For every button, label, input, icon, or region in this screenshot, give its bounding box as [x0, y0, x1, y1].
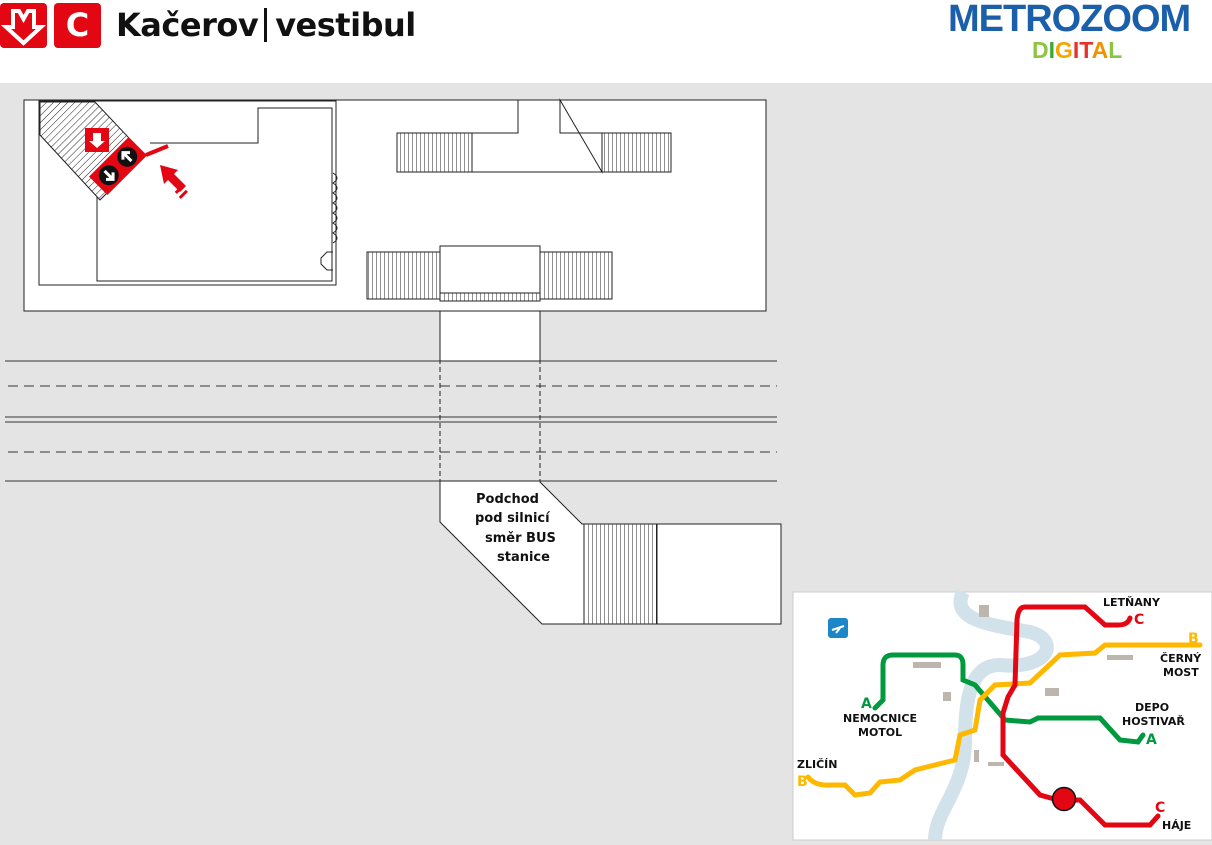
brand-sub-letter: G [1055, 37, 1073, 63]
underpass-label: Podchod pod silnicí směr BUS stanice [475, 492, 556, 565]
terminus-label: ČERNÝ [1160, 652, 1202, 665]
svg-text:směr BUS: směr BUS [485, 531, 556, 546]
stairs [396, 132, 473, 173]
brand-sub-letter: I [1048, 37, 1056, 63]
terminus-label: LETŇANY [1103, 596, 1161, 609]
header: C Kačerov vestibul METROZOOM DIGITAL [0, 0, 1212, 83]
brand-logo: METROZOOM [948, 0, 1191, 40]
terminus-label: DEPO [1135, 701, 1169, 714]
line-b [805, 642, 1203, 798]
entrance-marker [145, 144, 169, 157]
page-title: Kačerov vestibul [116, 6, 416, 44]
stairs [583, 523, 658, 625]
terminus-label: HÁJE [1162, 819, 1191, 832]
svg-text:Podchod: Podchod [476, 492, 539, 507]
terminus-label: NEMOCNICE [843, 712, 917, 725]
line-badge: C [1155, 800, 1165, 816]
line-badge: B [1188, 631, 1199, 647]
line-badge: B [797, 774, 808, 790]
landmark-icons [913, 605, 1133, 766]
brand-sub-letter: L [1108, 37, 1123, 63]
line-c-badge: C [54, 3, 101, 48]
door-icons [320, 172, 338, 271]
line-c [1000, 604, 1161, 828]
brand-sub-letter: D [1032, 37, 1049, 63]
hall-inner-wall [96, 107, 333, 282]
terminus-label: HOSTIVAŘ [1122, 715, 1185, 728]
escalator-direction-icons [89, 137, 147, 195]
terminus-label: MOTOL [858, 726, 902, 739]
line-a [872, 652, 1146, 745]
river [928, 589, 1054, 841]
road [5, 360, 777, 482]
line-badge: A [861, 696, 872, 712]
metro-logo-icon [0, 3, 47, 48]
line-badge: C [1134, 612, 1144, 628]
line-badge: A [1146, 732, 1157, 748]
entry-arrow-icon [160, 165, 188, 199]
terminus-label: MOST [1163, 666, 1199, 679]
brand-sub-letter: A [1091, 37, 1109, 63]
stairs [539, 251, 613, 300]
current-station-marker [1051, 786, 1077, 812]
section-name: vestibul [275, 6, 416, 44]
stairs [366, 251, 441, 300]
brand-sub-letter: I [1072, 37, 1080, 63]
svg-text:pod silnicí: pod silnicí [475, 511, 551, 526]
station-name: Kačerov [116, 6, 259, 44]
network-map: LETŇANY C B ČERNÝ MOST DEPO HOSTIVAŘ A C… [792, 589, 1212, 841]
stairs [601, 132, 672, 173]
title-separator [264, 8, 268, 42]
brand-sub-letter: T [1079, 37, 1092, 63]
terminus-label: ZLIČÍN [797, 758, 837, 771]
brand-sub-logo: DIGITAL [1032, 38, 1122, 62]
svg-text:stanice: stanice [497, 550, 550, 565]
